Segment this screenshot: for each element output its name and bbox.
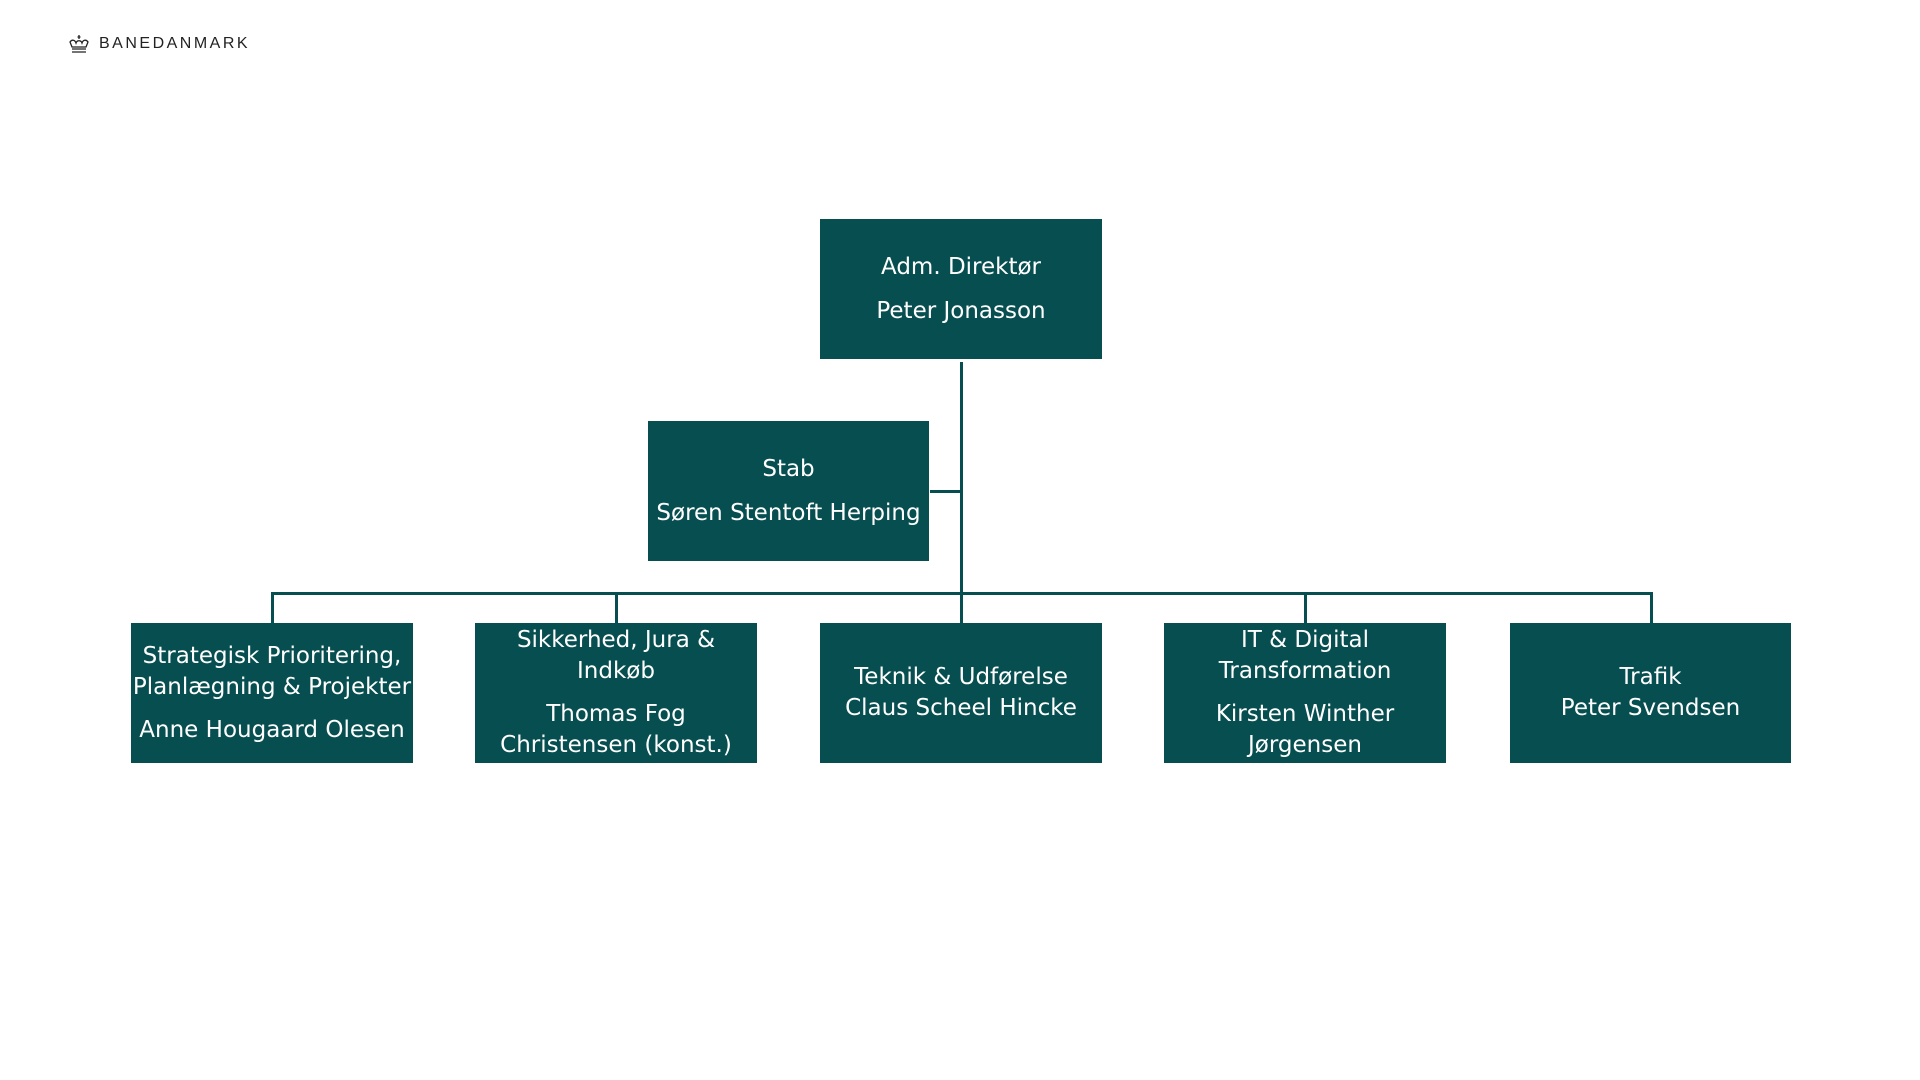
logo-text: BANEDANMARK	[99, 35, 251, 52]
box-name: Peter Svendsen	[1560, 695, 1741, 721]
org-box-division: IT & Digital Transformation Kirsten Wint…	[1164, 623, 1446, 763]
org-box-ceo: Adm. Direktør Peter Jonasson	[820, 219, 1102, 359]
box-name: Claus Scheel Hincke	[845, 695, 1077, 721]
box-title: Stab	[762, 455, 815, 482]
connector-drop-5	[1650, 592, 1653, 623]
box-title: Trafik	[1619, 664, 1682, 690]
box-title: IT & Digital Transformation	[1218, 627, 1392, 684]
org-box-division: Strategisk Prioritering, Planlægning & P…	[131, 623, 413, 763]
org-box-division: Sikkerhed, Jura & Indkøb Thomas Fog Chri…	[475, 623, 757, 763]
connector-drop-4	[1304, 592, 1307, 623]
box-name: Kirsten Winther Jørgensen	[1215, 701, 1395, 758]
box-name: Peter Jonasson	[876, 297, 1046, 324]
box-name: Thomas Fog Christensen (konst.)	[500, 701, 732, 758]
box-name: Anne Hougaard Olesen	[139, 716, 405, 743]
box-title: Strategisk Prioritering, Planlægning & P…	[132, 642, 412, 700]
connector-drop-1	[271, 592, 274, 623]
connector-drop-2	[615, 592, 618, 623]
crown-icon	[69, 35, 89, 53]
box-title: Teknik & Udførelse	[854, 664, 1068, 690]
box-title: Sikkerhed, Jura & Indkøb	[516, 627, 716, 684]
connector-staff	[930, 490, 962, 493]
box-title: Adm. Direktør	[880, 253, 1042, 280]
box-name: Søren Stentoft Herping	[656, 499, 921, 526]
org-box-staff: Stab Søren Stentoft Herping	[648, 421, 929, 561]
org-box-division: Trafik Peter Svendsen	[1510, 623, 1791, 763]
banedanmark-logo: BANEDANMARK	[67, 34, 250, 54]
connector-horizontal	[271, 592, 1653, 595]
org-box-division: Teknik & Udførelse Claus Scheel Hincke	[820, 623, 1102, 763]
